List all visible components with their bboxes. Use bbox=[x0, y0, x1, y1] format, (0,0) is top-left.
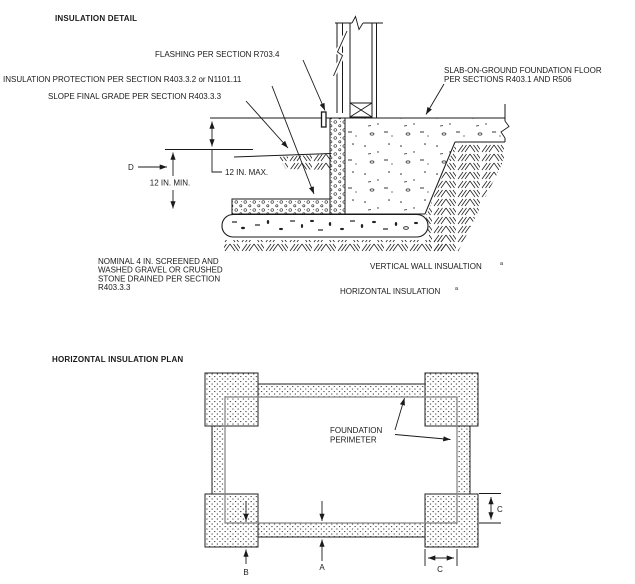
svg-text:PERIMETER: PERIMETER bbox=[330, 436, 377, 445]
flashing-callout: FLASHING PER SECTION R703.4 bbox=[155, 50, 280, 59]
detail-title: INSULATION DETAIL bbox=[55, 14, 137, 23]
leader-insulation-protection bbox=[271, 85, 315, 195]
wall-top-break-symbol bbox=[351, 15, 364, 31]
ground-hatch-under-gravel bbox=[224, 240, 446, 253]
corner-pad-top-left bbox=[204, 372, 259, 427]
slab-callout: SLAB-ON-GROUND FOUNDATION FLOOR PER SECT… bbox=[444, 66, 602, 84]
corner-pad-bottom-left bbox=[204, 493, 259, 548]
gravel-callout: NOMINAL 4 IN. SCREENED AND WASHED GRAVEL… bbox=[98, 257, 223, 292]
leader-flashing bbox=[302, 59, 326, 111]
slab-edge-break-symbol bbox=[500, 120, 510, 139]
flashing-bar bbox=[320, 111, 327, 128]
wall-side-break-symbol bbox=[333, 30, 348, 77]
vertical-insulation-footnote: a bbox=[500, 261, 504, 267]
horizontal-insulation-footnote: a bbox=[455, 286, 459, 292]
strip-top bbox=[257, 383, 426, 398]
dimension-12-in-min: 12 IN. MIN. D bbox=[128, 152, 190, 209]
wall-framing-drawing bbox=[331, 15, 383, 118]
corner-pad-bottom-right bbox=[424, 493, 479, 548]
svg-text:FOUNDATION: FOUNDATION bbox=[330, 426, 383, 435]
sill-plate bbox=[349, 102, 373, 118]
foundation-perimeter-outline bbox=[224, 396, 458, 524]
corner-pad-top-right bbox=[424, 372, 479, 427]
svg-text:NOMINAL 4 IN. SCREENED AND: NOMINAL 4 IN. SCREENED AND bbox=[98, 257, 219, 266]
dim-a-label: A bbox=[319, 563, 325, 572]
gravel-bed bbox=[221, 213, 429, 238]
dimension-c-right: C bbox=[479, 493, 503, 524]
leader-perimeter-top bbox=[394, 397, 405, 431]
corner-insulation-pads bbox=[204, 372, 479, 548]
earth-hatch-right bbox=[426, 143, 505, 252]
dim-12-max-label: 12 IN. MAX. bbox=[225, 168, 268, 177]
horizontal-insulation-callout: HORIZONTAL INSULATION a bbox=[340, 286, 459, 296]
dim-c-bottom-label: C bbox=[437, 565, 443, 574]
strip-left bbox=[211, 425, 226, 495]
leader-slope-grade bbox=[245, 100, 289, 149]
leader-perimeter-right bbox=[394, 434, 451, 442]
strip-bottom bbox=[257, 522, 426, 538]
svg-text:STONE DRAINED PER SECTION: STONE DRAINED PER SECTION bbox=[98, 274, 220, 283]
horizontal-insulation-plan-section: HORIZONTAL INSULATION PLAN FOUNDATION PE… bbox=[52, 355, 503, 577]
vertical-insulation-strip bbox=[329, 117, 346, 215]
strip-right bbox=[456, 425, 471, 495]
horizontal-insulation-strip bbox=[231, 198, 331, 215]
slope-grade-callout: SLOPE FINAL GRADE PER SECTION R403.3.3 bbox=[48, 92, 222, 101]
dimension-c-bottom: C bbox=[424, 549, 458, 574]
dim-c-right-label: C bbox=[497, 505, 503, 514]
gravel-stones bbox=[232, 219, 418, 231]
vertical-insulation-callout: VERTICAL WALL INSUALTION a bbox=[370, 261, 504, 271]
svg-text:HORIZONTAL INSULATION: HORIZONTAL INSULATION bbox=[340, 287, 441, 296]
final-grade-line bbox=[233, 153, 332, 158]
grade-hatch-left bbox=[278, 154, 331, 170]
dim-b-label: B bbox=[243, 568, 248, 577]
insulation-detail-section: INSULATION DETAIL bbox=[3, 14, 602, 296]
insulation-protection-callout: INSULATION PROTECTION PER SECTION R403.3… bbox=[3, 75, 242, 84]
svg-text:SLAB-ON-GROUND FOUNDATION FLOO: SLAB-ON-GROUND FOUNDATION FLOOR bbox=[444, 66, 602, 75]
perimeter-insulation-strips bbox=[211, 383, 471, 538]
foundation-perimeter-callout: FOUNDATION PERIMETER bbox=[330, 397, 451, 445]
svg-text:R403.3.3: R403.3.3 bbox=[98, 283, 131, 292]
svg-text:WASHED GRAVEL OR CRUSHED: WASHED GRAVEL OR CRUSHED bbox=[98, 266, 223, 275]
dimension-12-in-max: 12 IN. MAX. bbox=[209, 121, 268, 177]
svg-text:VERTICAL WALL INSUALTION: VERTICAL WALL INSUALTION bbox=[370, 262, 482, 271]
plan-title: HORIZONTAL INSULATION PLAN bbox=[52, 355, 183, 364]
leader-slab bbox=[425, 83, 445, 115]
dim-d-label: D bbox=[128, 163, 134, 172]
dimension-a: A bbox=[319, 501, 325, 572]
dimension-b: B bbox=[243, 501, 249, 577]
dim-12-min-label: 12 IN. MIN. bbox=[150, 179, 190, 188]
svg-text:PER SECTIONS R403.1 AND R506: PER SECTIONS R403.1 AND R506 bbox=[444, 75, 572, 84]
